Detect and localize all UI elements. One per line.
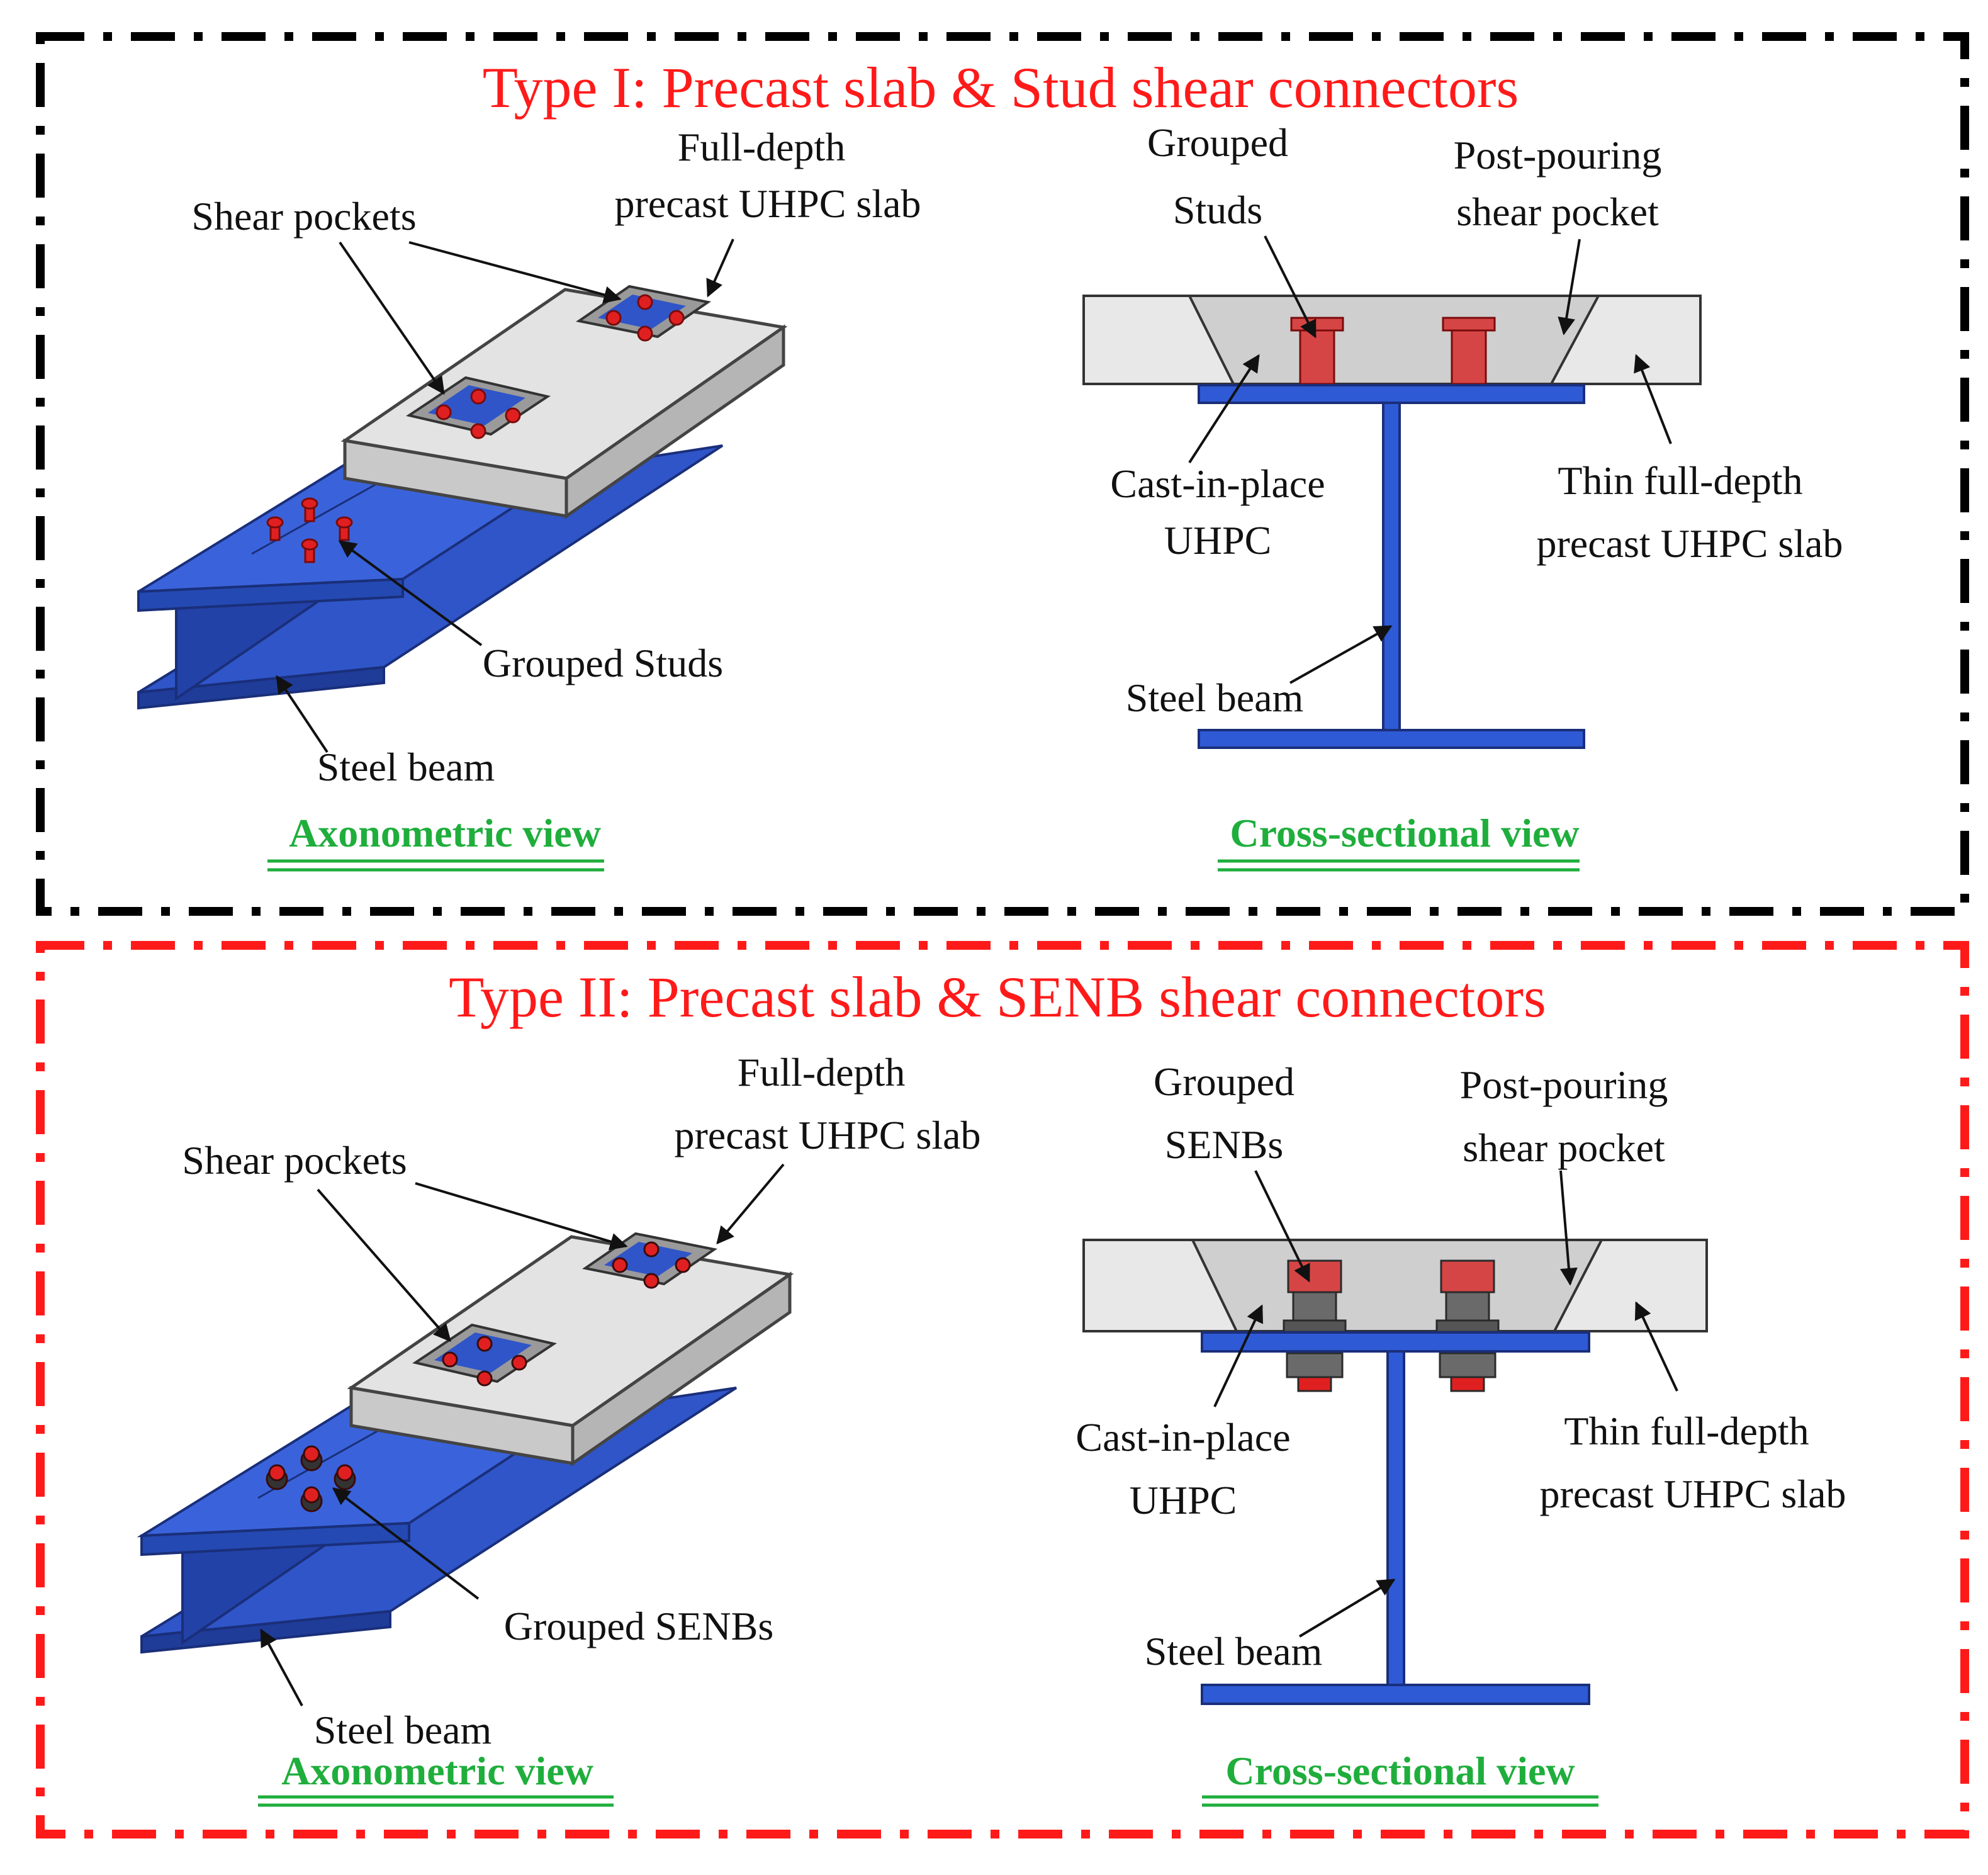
label-studs-1: Studs [1173,188,1262,232]
label-steel-beam-section-1: Steel beam [1126,675,1304,720]
axonometric-view-1: Full-depth precast UHPC slab Shear pocke… [137,125,921,872]
label-precast-slab-1: precast UHPC slab [614,181,921,226]
label-post-pouring-1: Post-pouring [1454,133,1662,177]
label-full-depth-1: Full-depth [678,125,846,169]
steel-beam-section-1 [1198,384,1585,749]
caption-axonometric-2: Axonometric view [281,1748,593,1793]
label-grouped-studs-1: Grouped Studs [483,641,723,685]
panel-type-1: Type I: Precast slab & Stud shear connec… [36,32,1969,916]
pocket-senbs-axo [442,1241,691,1387]
panel-1-frame [36,32,1969,916]
label-senbs-2: SENBs [1165,1122,1284,1167]
label-shear-pockets-2: Shear pockets [182,1138,407,1183]
label-uhpc-1: UHPC [1164,518,1272,563]
label-shear-pockets-1: Shear pockets [191,194,416,239]
cast-in-place-uhpc-1 [1187,295,1601,385]
label-thin-slab-1: Thin full-depth [1558,458,1802,503]
label-precast-slab-2: precast UHPC slab [674,1113,980,1157]
label-grouped-1: Grouped [1147,120,1288,165]
label-uhpc-2: UHPC [1130,1478,1237,1523]
leader-lines-axo-1 [276,239,734,753]
axonometric-view-2: Full-depth precast UHPC slab Shear pocke… [137,1050,981,1807]
leader-lines-axo-2 [260,1163,785,1706]
steel-beam-section-2 [1201,1331,1590,1705]
precast-slab-axo [340,284,788,519]
cast-in-place-uhpc-2 [1190,1239,1604,1332]
panel-2-title: Type II: Precast slab & SENB shear conne… [449,965,1546,1029]
grouped-senbs-axo [266,1445,356,1512]
panel-2-frame [36,941,1969,1838]
label-full-depth-2: Full-depth [738,1050,906,1095]
label-thin-slab-2: Thin full-depth [1564,1409,1809,1453]
label-steel-beam-axo-2: Steel beam [314,1708,492,1752]
leader-lines-section-2 [1213,1170,1678,1638]
label-cast-in-place-2: Cast-in-place [1075,1415,1290,1460]
cross-section-view-1: Grouped Studs Post-pouring shear pocket … [1082,120,1843,872]
panel-1-title: Type I: Precast slab & Stud shear connec… [483,55,1519,120]
label-precast-uhpc-slab-1: precast UHPC slab [1536,521,1843,566]
label-steel-beam-axo-1: Steel beam [317,745,495,789]
caption-cross-section-1: Cross-sectional view [1230,811,1579,855]
precast-slab-axo-2 [347,1232,794,1467]
label-grouped-2: Grouped [1154,1059,1294,1104]
panel-type-2: Type II: Precast slab & SENB shear conne… [36,941,1969,1838]
caption-cross-section-2: Cross-sectional view [1225,1748,1575,1793]
label-cast-in-place-1: Cast-in-place [1110,461,1325,506]
label-grouped-senbs-2: Grouped SENBs [504,1604,773,1648]
label-shear-pocket-2: shear pocket [1463,1125,1665,1170]
label-precast-uhpc-slab-2: precast UHPC slab [1539,1472,1846,1516]
label-post-pouring-2: Post-pouring [1460,1062,1668,1107]
leader-lines-section-1 [1188,235,1672,684]
grouped-studs-axo [266,497,353,563]
grouped-senbs-section-2 [1283,1259,1500,1392]
pocket-studs-axo [435,294,685,439]
grouped-studs-section-1 [1290,317,1496,385]
label-shear-pocket-1: shear pocket [1456,189,1659,234]
label-steel-beam-section-2: Steel beam [1145,1629,1323,1674]
cross-section-view-2: Grouped SENBs Post-pouring shear pocket … [1075,1059,1846,1807]
caption-axonometric-1: Axonometric view [289,811,601,855]
